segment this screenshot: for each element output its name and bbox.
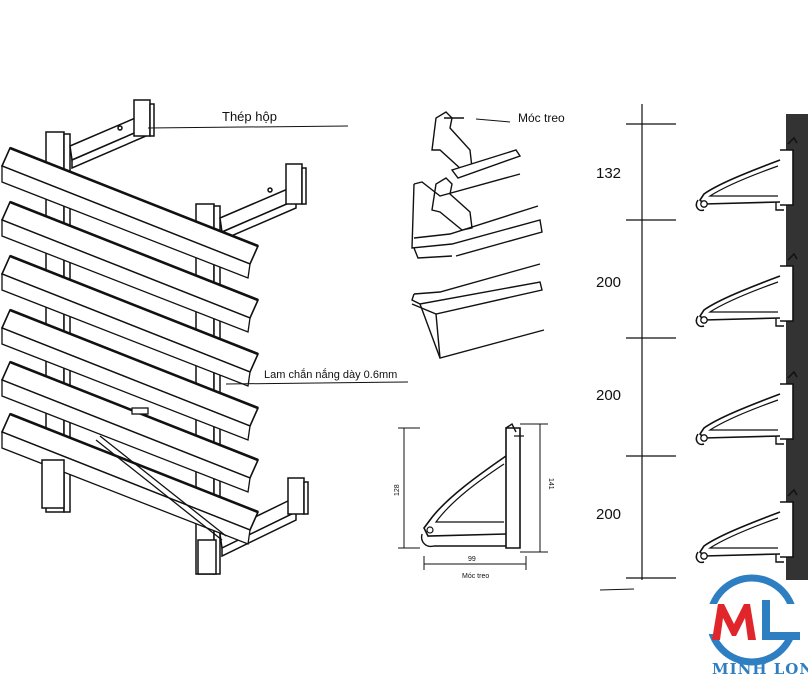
section-drawing: 132 200 200 200 xyxy=(596,104,808,591)
hanger-label: Móc treo xyxy=(518,111,565,125)
hanger-section xyxy=(695,371,798,446)
spacing-dim-2: 200 xyxy=(596,274,621,291)
louver-label: Lam chắn nắng dày 0.6mm xyxy=(264,368,397,381)
minh-long-logo: MINH LONG xyxy=(700,574,808,678)
dim-width: 99 xyxy=(468,556,476,563)
spacing-dim-4: 200 xyxy=(596,506,621,523)
bracket-arm-mid xyxy=(219,163,307,242)
hanger-section xyxy=(695,137,798,212)
hanger-profile-drawing: 128 141 99 Móc treo xyxy=(394,422,554,580)
wall xyxy=(786,114,808,580)
louver-assembly-drawing: Thép hộp Lam chắn nắng dày 0.6mm xyxy=(0,99,409,575)
bracket-arm-top xyxy=(69,99,155,170)
spacing-dim-3: 200 xyxy=(596,387,621,404)
spacing-dim-1: 132 xyxy=(596,165,621,182)
hanger-section xyxy=(695,489,798,564)
hanger-detail-drawing: Móc treo xyxy=(411,111,565,359)
steel-box-label: Thép hộp xyxy=(222,109,277,124)
brand-name: MINH LONG xyxy=(712,660,808,678)
dim-height-left: 128 xyxy=(394,484,401,496)
dim-height-right: 141 xyxy=(547,478,554,490)
hanger-section xyxy=(695,253,798,328)
profile-caption: Móc treo xyxy=(462,573,489,580)
